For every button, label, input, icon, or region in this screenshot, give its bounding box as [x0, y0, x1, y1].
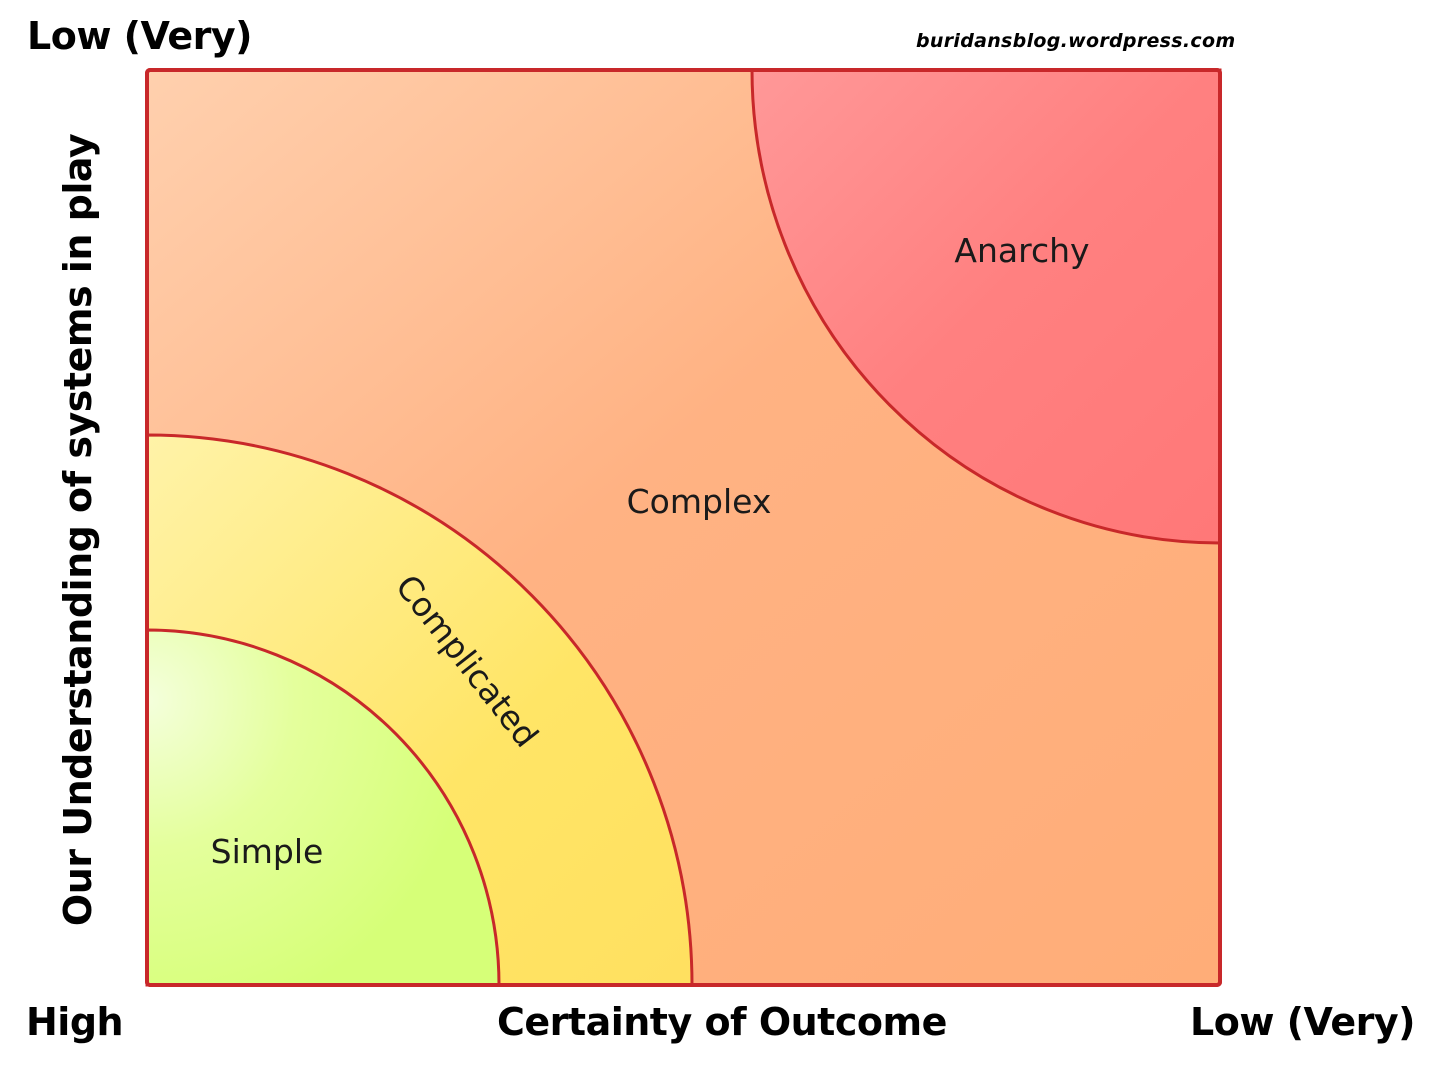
complex-label: Complex — [627, 482, 772, 521]
x-axis-title: Certainty of Outcome — [497, 1000, 947, 1044]
x-axis-right-label: Low (Very) — [1190, 1000, 1416, 1044]
anarchy-region — [750, 68, 1222, 545]
simple-label: Simple — [211, 832, 324, 871]
simple-region — [145, 628, 501, 987]
credit-text: buridansblog.wordpress.com — [916, 30, 1236, 52]
diagram-border — [145, 68, 1222, 987]
anarchy-label: Anarchy — [954, 231, 1089, 270]
x-axis-left-label: High — [26, 1000, 124, 1044]
y-axis-top-label: Low (Very) — [27, 14, 253, 58]
